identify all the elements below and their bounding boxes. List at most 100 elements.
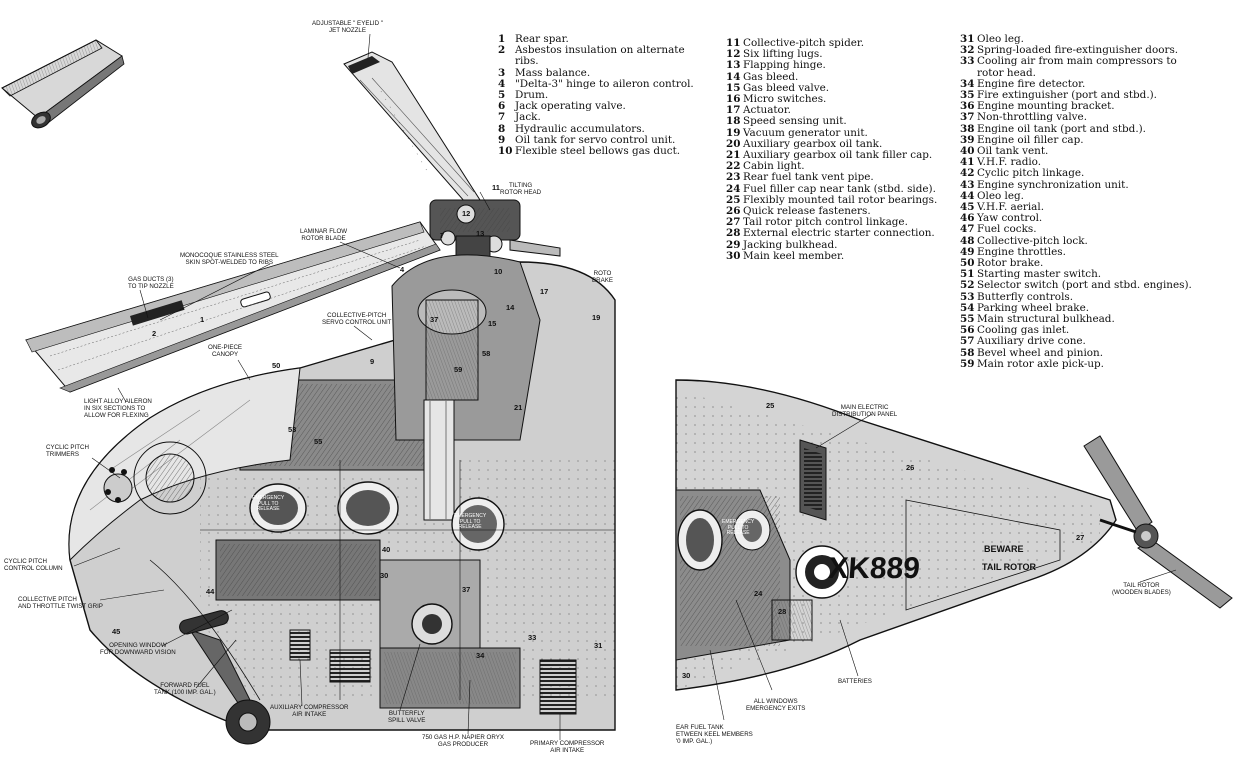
emergency-label-3: EMERGENCY PULL TO RELEASE <box>722 519 755 536</box>
legend-item-number: 52 <box>960 279 975 292</box>
legend-item-text: Rear fuel tank vent pipe. <box>743 171 874 184</box>
legend-item-text: Engine mounting bracket. <box>977 100 1115 113</box>
legend-item-number: 13 <box>726 59 741 72</box>
legend-item-text: Oleo leg. <box>977 189 1024 202</box>
legend-item-number: 37 <box>960 111 975 124</box>
legend-item-text: Tail rotor pitch control linkage. <box>743 216 908 229</box>
legend-item-number: 5 <box>498 89 506 102</box>
legend-item-number: 32 <box>960 44 975 57</box>
legend-item-text: Butterfly controls. <box>977 290 1074 303</box>
legend-item-number: 42 <box>960 167 975 180</box>
legend-item-text: Gas bleed valve. <box>743 81 830 94</box>
legend-item-text: Drum. <box>515 89 549 102</box>
marker: 50 <box>272 361 280 370</box>
beware-marking: BEWARE <box>984 544 1024 554</box>
serial-number: XK889 <box>827 552 921 585</box>
legend-item-text: Cooling gas inlet. <box>977 324 1070 337</box>
legend-item-number: 1 <box>498 33 506 45</box>
legend-item-text: External electric starter connection. <box>743 227 935 240</box>
marker: 53 <box>288 425 296 434</box>
callout-collective-twist-grip: COLLECTIVE PITCH AND THROTTLE TWIST GRIP <box>18 596 103 610</box>
callout-cyclic-pitch-trimmers: CYCLIC PITCH TRIMMERS <box>46 444 89 458</box>
legend-item-number: 34 <box>960 77 975 90</box>
callout-opening-window: OPENING WINDOW FOR DOWNWARD VISION <box>100 642 176 656</box>
legend-item-number: 56 <box>960 324 975 337</box>
marker: 28 <box>778 607 786 616</box>
legend-item-number: 51 <box>960 268 975 281</box>
leader-lines <box>73 33 1177 740</box>
legend-item-text: Engine oil filler cap. <box>977 133 1084 146</box>
callout-batteries: BATTERIES <box>838 678 872 685</box>
emergency-label-1: EMERGENCY PULL TO RELEASE <box>252 495 285 512</box>
callout-napier-oryx: 750 GAS H.P. NAPIER ORYX GAS PRODUCER <box>422 734 504 748</box>
main-fuselage <box>68 254 616 745</box>
legend-item-number: 11 <box>726 37 741 49</box>
legend-item-text: Gas bleed. <box>743 70 799 83</box>
legend-item-text: Jack operating valve. <box>515 100 626 113</box>
legend-item-number: 40 <box>960 145 975 158</box>
legend-item-number: 53 <box>960 290 975 303</box>
legend-item-text: Micro switches. <box>743 93 827 106</box>
legend-item-text: Mass balance. <box>515 66 591 79</box>
callout-electric-distribution-panel: MAIN ELECTRIC DISTRIBUTION PANEL <box>832 404 898 418</box>
legend-item-text: Fuel cocks. <box>977 223 1037 236</box>
legend-item-text: Asbestos insulation on alternate ribs. <box>515 44 685 68</box>
callout-tilting-rotor-head: TILTING ROTOR HEAD <box>500 182 542 196</box>
legend-item-text: Auxiliary gearbox oil tank. <box>743 137 883 150</box>
legend-item-number: 16 <box>726 93 741 106</box>
legend-item-number: 31 <box>960 33 975 45</box>
legend-item-number: 17 <box>726 104 741 117</box>
marker: 19 <box>592 313 600 322</box>
legend-item-text: Six lifting lugs. <box>743 48 823 61</box>
legend-item-number: 20 <box>726 137 741 150</box>
marker: 44 <box>206 587 215 596</box>
legend-item-number: 55 <box>960 313 975 326</box>
legend-item-number: 58 <box>960 346 975 359</box>
marker: 11 <box>492 183 500 192</box>
blade-tip-detail <box>1 38 125 129</box>
callout-rotor-brake: ROTO BRAKE <box>592 270 613 284</box>
marker: 9 <box>370 357 374 366</box>
emergency-label-2: EMERGENCY PULL TO RELEASE <box>454 513 487 530</box>
legend-item-text: Oil tank vent. <box>977 145 1049 158</box>
marker: 31 <box>594 641 602 650</box>
marker: 26 <box>906 463 914 472</box>
legend-item-text: Engine oil tank (port and stbd.). <box>977 122 1146 135</box>
marker: 25 <box>766 401 774 410</box>
part-number-markers: 11 12 13 7 4 10 17 19 37 15 14 58 59 21 … <box>112 183 1084 680</box>
rotor-head <box>429 199 561 271</box>
callout-cyclic-control-column: CYCLIC PITCH CONTROL COLUMN <box>4 558 63 572</box>
marker: 30 <box>380 571 388 580</box>
marker: 27 <box>1076 533 1084 542</box>
legend-item: 5 Drum. <box>498 89 710 102</box>
legend-item-text: Engine fire detector. <box>977 77 1086 90</box>
legend-item-text: Auxiliary gearbox oil tank filler cap. <box>743 149 933 162</box>
